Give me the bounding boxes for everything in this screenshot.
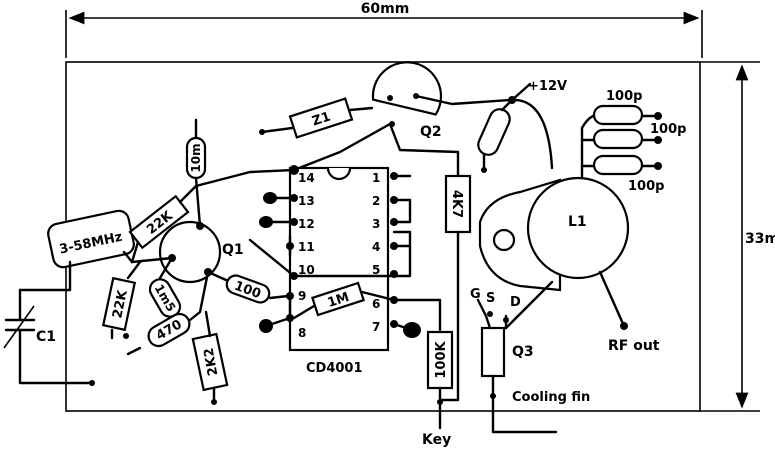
cap-100p-2: 100p: [650, 122, 686, 137]
width-dimension: 60mm: [65, 1, 703, 58]
resistor-100k: 100K Key: [422, 330, 454, 448]
r-2k2-label: 2K2: [202, 347, 222, 377]
resistor-4k7: 4K7: [438, 174, 472, 402]
ic-pin-6: 6: [372, 297, 380, 311]
ic-pin-8: 8: [298, 326, 306, 340]
ic-pin-9: 9: [298, 289, 306, 303]
transistor-q1: Q1: [158, 220, 244, 284]
ic-pin-10: 10: [298, 263, 315, 277]
q1-label: Q1: [222, 242, 244, 258]
transistor-q2: Q2: [292, 61, 512, 178]
key-label: Key: [422, 432, 451, 448]
resistor-10m: 10m: [185, 118, 207, 228]
c1-label: C1: [36, 329, 56, 345]
ic-pin-11: 11: [298, 240, 315, 254]
ic-pin-5: 5: [372, 263, 380, 277]
supply-12v: +12V: [477, 79, 567, 173]
resistor-1m5: 1m5: [130, 256, 186, 326]
resistor-1m: 1M: [292, 281, 396, 320]
cap-100p-3: 100p: [628, 179, 664, 194]
zener-z1: Z1: [259, 97, 374, 139]
resistor-22k-lower: 22K: [101, 260, 142, 340]
cap-100p-1: 100p: [606, 89, 642, 104]
r-100k-label: 100K: [434, 340, 449, 378]
wire-q1-ic: [194, 168, 296, 188]
height-label: 33mm: [745, 231, 775, 247]
l1-label: L1: [568, 214, 587, 230]
transistor-q3: Q3 G S D Cooling fin: [470, 287, 590, 434]
ic-pin-4: 4: [372, 240, 380, 254]
ic-pin-3: 3: [372, 217, 380, 231]
q3-s-label: S: [486, 291, 495, 306]
resistor-470: 470: [126, 270, 210, 356]
supply-label: +12V: [528, 79, 567, 94]
ic-pin-2: 2: [372, 194, 380, 208]
ic-pin-7: 7: [372, 320, 380, 334]
ic-cd4001: CD4001 14 13 12 11 10 9 8 1 2 3 4 5 6 7: [248, 165, 442, 376]
cooling-fin-label: Cooling fin: [512, 390, 590, 405]
capacitors-100p: 100p 100p 100p: [580, 89, 686, 194]
crystal: 3-58MHz: [18, 209, 135, 292]
r-4k7-label: 4K7: [449, 190, 464, 218]
resistor-100: 100: [206, 270, 290, 304]
ic-name-label: CD4001: [306, 361, 363, 376]
ic-pin-12: 12: [298, 217, 315, 231]
resistor-2k2: 2K2: [191, 310, 229, 405]
trimmer-capacitor-c1: C1: [3, 288, 95, 386]
ic-pin-1: 1: [372, 171, 380, 185]
q3-label: Q3: [512, 344, 534, 360]
q3-d-label: D: [510, 295, 521, 310]
z1-label: Z1: [310, 109, 332, 129]
height-dimension: 33mm: [700, 61, 775, 412]
ic-pin-14: 14: [298, 171, 315, 185]
q3-g-label: G: [470, 287, 481, 302]
width-label: 60mm: [361, 1, 410, 17]
ic-pin-13: 13: [298, 194, 315, 208]
r-1m-label: 1M: [326, 290, 352, 311]
inductor-l1: L1 RF out: [478, 176, 660, 354]
r-10m-label: 10m: [189, 143, 203, 172]
rf-out-label: RF out: [608, 338, 660, 354]
q2-label: Q2: [420, 124, 442, 140]
r-22k-lower-label: 22K: [110, 288, 131, 320]
